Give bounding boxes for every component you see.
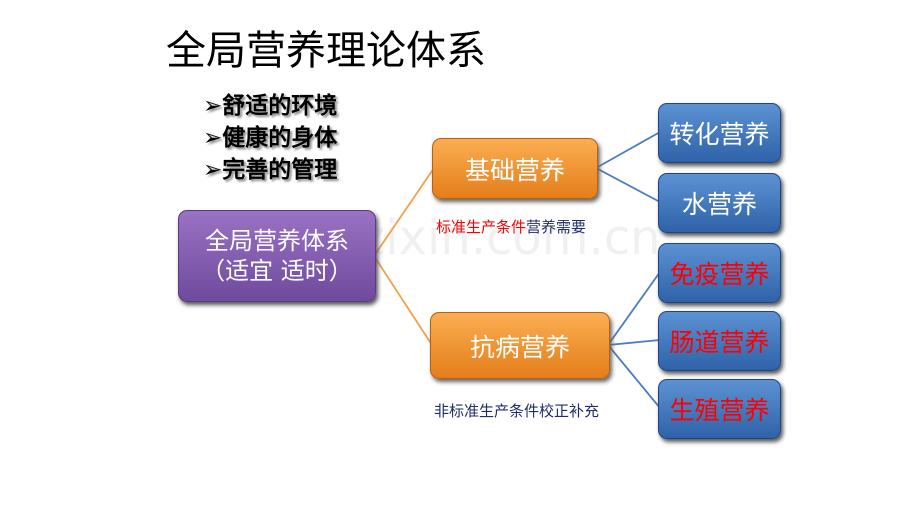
basic-caption: 标准生产条件营养需要 [436, 218, 587, 236]
bullet-item: ➢舒适的环境 [203, 93, 338, 119]
connector-line [595, 131, 661, 169]
reproductive-nutrition-node: 生殖营养 [658, 379, 781, 439]
root-label: 全局营养体系 [205, 227, 349, 255]
connector-line [595, 167, 661, 203]
bullet-item: ➢健康的身体 [203, 125, 338, 151]
immune-nutrition-node: 免疫营养 [658, 243, 781, 303]
connector-line [373, 255, 433, 346]
disease-caption: 非标准生产条件校正补充 [434, 402, 600, 420]
page-title: 全局营养理论体系 [166, 28, 486, 74]
water-nutrition-node: 水营养 [658, 173, 781, 233]
disease-nutrition-node: 抗病营养 [430, 312, 610, 379]
watermark: zixin.com.cn [360, 210, 661, 266]
bullet-item: ➢完善的管理 [203, 157, 338, 183]
connector-line [607, 271, 661, 346]
arrow-bullet-icon: ➢ [203, 125, 223, 151]
arrow-bullet-icon: ➢ [203, 93, 223, 119]
arrow-bullet-icon: ➢ [203, 157, 223, 183]
connector-line [607, 344, 661, 409]
root-node: 全局营养体系 （适宜 适时） [178, 210, 376, 302]
connector-line [373, 167, 435, 257]
connector-line [607, 339, 661, 346]
conversion-nutrition-node: 转化营养 [658, 103, 781, 163]
basic-nutrition-node: 基础营养 [432, 138, 598, 199]
root-sublabel: （适宜 适时） [201, 257, 353, 285]
intestinal-nutrition-node: 肠道营养 [658, 311, 781, 371]
